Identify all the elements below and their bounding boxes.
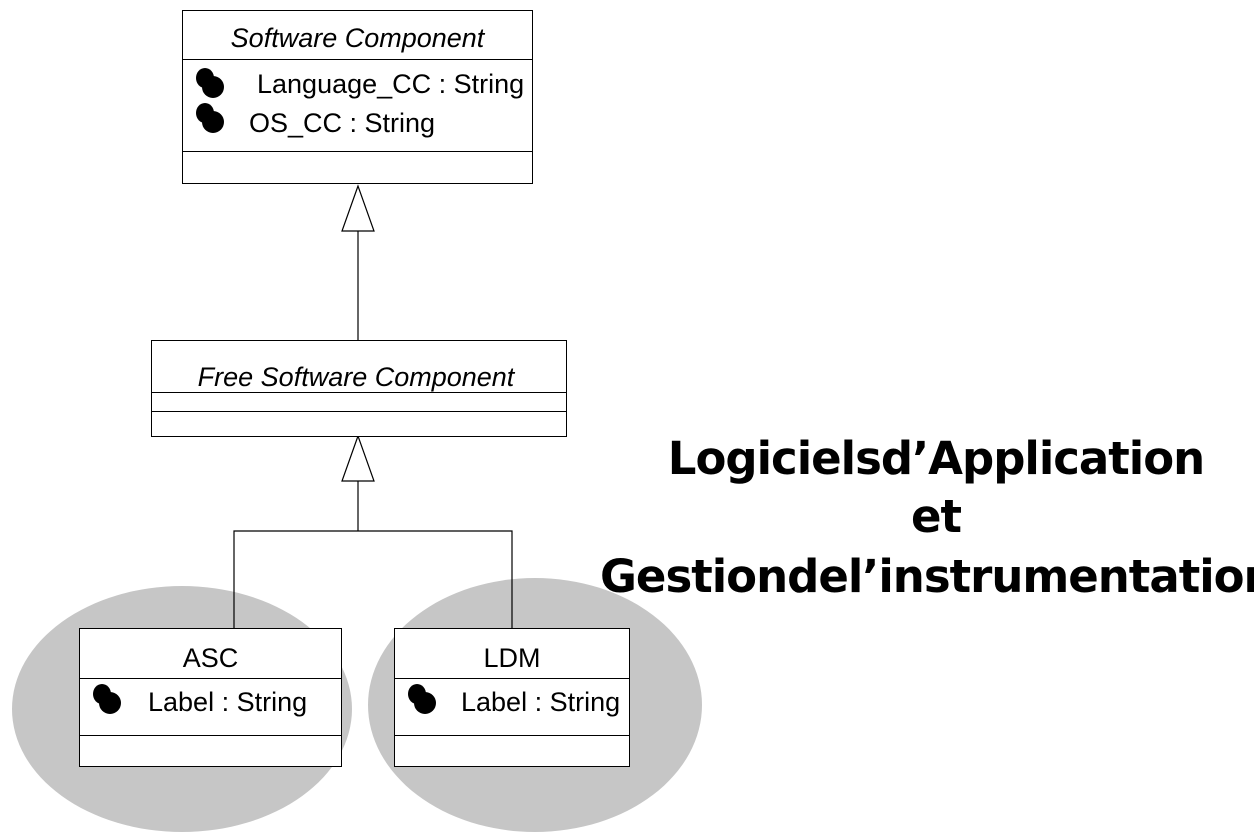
ldm-divider-2 [395, 735, 629, 736]
asc-class[interactable]: ASC Label : String [79, 628, 342, 767]
ldm-divider-1 [395, 678, 629, 679]
heading-line-2: et [910, 490, 962, 543]
asc-divider-1 [80, 678, 341, 679]
generalization-line-ldm [358, 530, 513, 628]
attribute-icon [93, 684, 121, 714]
attribute-os-cc: OS_CC : String [249, 108, 436, 138]
software-component-divider-2 [183, 151, 532, 152]
asc-attribute-label: Label : String [148, 687, 308, 717]
heading-line-3: Gestiondel’instrumentation [600, 550, 1254, 603]
generalization-arrowhead-software [341, 184, 375, 232]
attribute-icon [196, 103, 224, 133]
attribute-icon [408, 684, 436, 714]
asc-title: ASC [182, 643, 239, 673]
generalization-arrowhead-free [341, 434, 375, 482]
heading-line-1: Logicielsd’Application [667, 432, 1205, 485]
asc-divider-2 [80, 735, 341, 736]
free-software-component-title: Free Software Component [197, 362, 515, 392]
ldm-class[interactable]: LDM Label : String [394, 628, 630, 767]
ldm-title: LDM [483, 643, 541, 673]
software-component-class[interactable]: Software Component Language_CC : String … [182, 10, 533, 184]
software-component-title: Software Component [230, 23, 485, 53]
attribute-language-cc: Language_CC : String [257, 69, 525, 99]
ldm-attribute-label: Label : String [461, 687, 621, 717]
free-software-component-divider-2 [152, 411, 566, 412]
free-software-component-divider-1 [152, 392, 566, 393]
generalization-line-asc [233, 530, 358, 628]
software-component-divider-1 [183, 59, 532, 60]
attribute-icon [196, 68, 224, 98]
free-software-component-class[interactable]: Free Software Component [151, 340, 567, 437]
